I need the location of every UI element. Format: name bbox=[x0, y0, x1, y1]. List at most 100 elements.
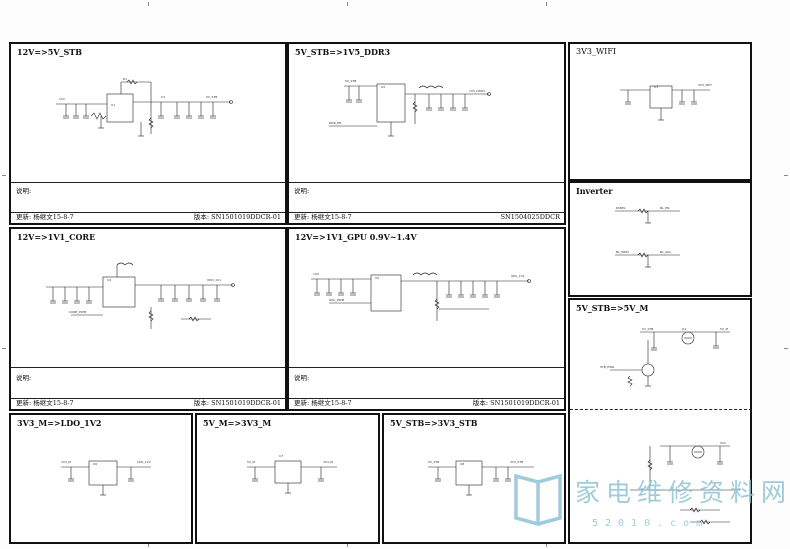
panel-title: 5V_STB=>3V3_STB bbox=[390, 418, 478, 428]
panel-title: 5V_STB=>5V_M bbox=[576, 303, 649, 313]
panel-title: 12V=>1V1_GPU 0.9V~1.4V bbox=[295, 232, 417, 242]
panel-footer-line bbox=[289, 398, 564, 399]
svg-text:U1: U1 bbox=[111, 103, 115, 107]
panel-12v-1v1-core: 12V=>1V1_CORE bbox=[9, 227, 287, 411]
svg-text:R1: R1 bbox=[123, 77, 127, 81]
svg-text:U7: U7 bbox=[279, 454, 283, 458]
panel-12v-1v1-gpu: 12V=>1V1_GPU 0.9V~1.4V bbox=[287, 227, 566, 411]
panel-footer-version: 版本: SN1501019DDCR-01 bbox=[193, 399, 281, 407]
panel-3v3-wifi: 3V3_WIFI U3 3V3_WIFI bbox=[568, 42, 752, 181]
panel-5v-stb-3v3-stb: 5V_STB=>3V3_STB U8 5V_STB 3V3_STB bbox=[382, 413, 566, 544]
svg-text:5V_STB: 5V_STB bbox=[345, 79, 356, 83]
circuit-drawing: 5V_STB 5V_M STB_PWR Q1 VCC bbox=[600, 327, 740, 525]
svg-text:1V5_DDR3: 1V5_DDR3 bbox=[469, 89, 485, 93]
svg-text:VDD_1V1: VDD_1V1 bbox=[207, 278, 221, 282]
svg-text:PANEL: PANEL bbox=[616, 206, 626, 210]
circuit-drawing: PANEL BL_EN BL_PWM BL_ADJ bbox=[615, 206, 680, 268]
svg-text:U2: U2 bbox=[381, 85, 385, 89]
svg-text:3V3_WIFI: 3V3_WIFI bbox=[698, 83, 712, 87]
panel-dashed-separator bbox=[570, 409, 752, 410]
frame-tick bbox=[148, 2, 149, 6]
svg-text:U4: U4 bbox=[107, 278, 111, 282]
panel-footer-updated: 更新: 杨继文15-8-7 bbox=[16, 213, 74, 221]
svg-text:LDO_1V2: LDO_1V2 bbox=[137, 460, 151, 464]
svg-text:U6: U6 bbox=[93, 462, 97, 466]
panel-title: Inverter bbox=[576, 186, 613, 196]
panel-note: 说明: bbox=[294, 374, 310, 382]
frame-tick bbox=[2, 348, 6, 349]
svg-text:BL_PWM: BL_PWM bbox=[616, 250, 629, 254]
svg-text:5V_STB: 5V_STB bbox=[206, 95, 217, 99]
frame-tick bbox=[546, 2, 547, 6]
circuit-drawing: U6 3V3_M LDO_1V2 bbox=[61, 460, 151, 496]
panel-5v-stb-1v5-ddr3: 5V_STB=>1V5_DDR3 U2 5V_STB bbox=[287, 42, 566, 225]
svg-text:DDR_EN: DDR_EN bbox=[329, 121, 341, 125]
watermark-text: 家电维修资料网 bbox=[575, 478, 790, 507]
panel-note: 说明: bbox=[294, 187, 310, 195]
panel-footer-updated: 更新: 杨继文15-8-7 bbox=[294, 399, 352, 407]
panel-inverter: Inverter PANEL BL_EN BL_PWM BL_ADJ bbox=[568, 181, 752, 297]
svg-text:U5: U5 bbox=[375, 276, 379, 280]
svg-text:GPU_1V1: GPU_1V1 bbox=[511, 274, 525, 278]
svg-text:3V3_STB: 3V3_STB bbox=[510, 460, 523, 464]
svg-text:U3: U3 bbox=[654, 85, 658, 89]
frame-tick bbox=[347, 2, 348, 6]
panel-title: 12V=>1V1_CORE bbox=[17, 232, 96, 242]
panel-footer-line bbox=[289, 212, 564, 213]
svg-text:3V3_M: 3V3_M bbox=[323, 460, 333, 464]
svg-text:STB_PWR: STB_PWR bbox=[600, 365, 614, 369]
watermark-logo-icon bbox=[514, 473, 562, 526]
panel-3v3-m-ldo-1v2: 3V3_M=>LDO_1V2 U6 3V3_M LDO_1V2 bbox=[9, 413, 193, 544]
frame-tick bbox=[148, 543, 149, 547]
frame-tick bbox=[784, 348, 788, 349]
panel-footer-version: 版本: SN1501019DDCR-01 bbox=[472, 399, 560, 407]
panel-title: 3V3_WIFI bbox=[576, 47, 617, 56]
panel-5v-m-3v3-m: 5V_M=>3V3_M U7 5V_M 3V3_M bbox=[195, 413, 380, 544]
panel-footer-version: SN1504025DDCR bbox=[500, 213, 560, 221]
svg-text:5V_STB: 5V_STB bbox=[642, 327, 653, 331]
watermark-url: 52010.com bbox=[592, 518, 710, 529]
svg-text:Q1: Q1 bbox=[682, 327, 686, 331]
svg-text:GPU_PWM: GPU_PWM bbox=[329, 298, 345, 302]
svg-text:12V: 12V bbox=[59, 97, 66, 101]
panel-title: 12V=>5V_STB bbox=[17, 47, 83, 57]
frame-tick bbox=[347, 543, 348, 547]
panel-divider bbox=[11, 182, 285, 183]
svg-text:BL_ADJ: BL_ADJ bbox=[660, 250, 671, 254]
frame-tick bbox=[546, 543, 547, 547]
panel-12v-5v-stb: 12V=>5V_STB bbox=[9, 42, 287, 225]
panel-footer-updated: 更新: 杨继文15-8-7 bbox=[294, 213, 352, 221]
panel-divider bbox=[289, 367, 564, 368]
svg-text:5V_STB: 5V_STB bbox=[428, 460, 439, 464]
circuit-drawing: U7 5V_M 3V3_M bbox=[247, 454, 337, 494]
svg-text:CORE_PWM: CORE_PWM bbox=[69, 310, 87, 314]
panel-title: 5V_M=>3V3_M bbox=[203, 418, 272, 428]
svg-text:VCC: VCC bbox=[720, 441, 726, 445]
svg-text:12V: 12V bbox=[313, 272, 320, 276]
panel-footer-updated: 更新: 杨继文15-8-7 bbox=[16, 399, 74, 407]
svg-text:5V_M: 5V_M bbox=[720, 327, 728, 331]
panel-divider bbox=[11, 367, 285, 368]
svg-text:3V3_M: 3V3_M bbox=[61, 460, 71, 464]
circuit-drawing: U5 12V GPU_PWM GPU_1V1 bbox=[311, 272, 531, 321]
panel-divider bbox=[289, 182, 564, 183]
svg-text:BL_EN: BL_EN bbox=[660, 206, 669, 210]
frame-tick bbox=[784, 175, 788, 176]
svg-text:U8: U8 bbox=[460, 462, 464, 466]
svg-text:5V_M: 5V_M bbox=[247, 460, 255, 464]
panel-footer-line bbox=[11, 398, 285, 399]
svg-text:C3: C3 bbox=[161, 95, 165, 99]
circuit-drawing: U8 5V_STB 3V3_STB bbox=[428, 460, 534, 496]
circuit-drawing: U3 3V3_WIFI bbox=[620, 83, 712, 121]
panel-footer-line bbox=[11, 212, 285, 213]
panel-title: 5V_STB=>1V5_DDR3 bbox=[295, 47, 391, 57]
panel-note: 说明: bbox=[16, 374, 32, 382]
panel-5v-stb-5v-m: 5V_STB=>5V_M 5V_STB 5V_M bbox=[568, 298, 752, 544]
panel-title: 3V3_M=>LDO_1V2 bbox=[17, 418, 102, 428]
panel-note: 说明: bbox=[16, 187, 32, 195]
frame-tick bbox=[2, 175, 6, 176]
